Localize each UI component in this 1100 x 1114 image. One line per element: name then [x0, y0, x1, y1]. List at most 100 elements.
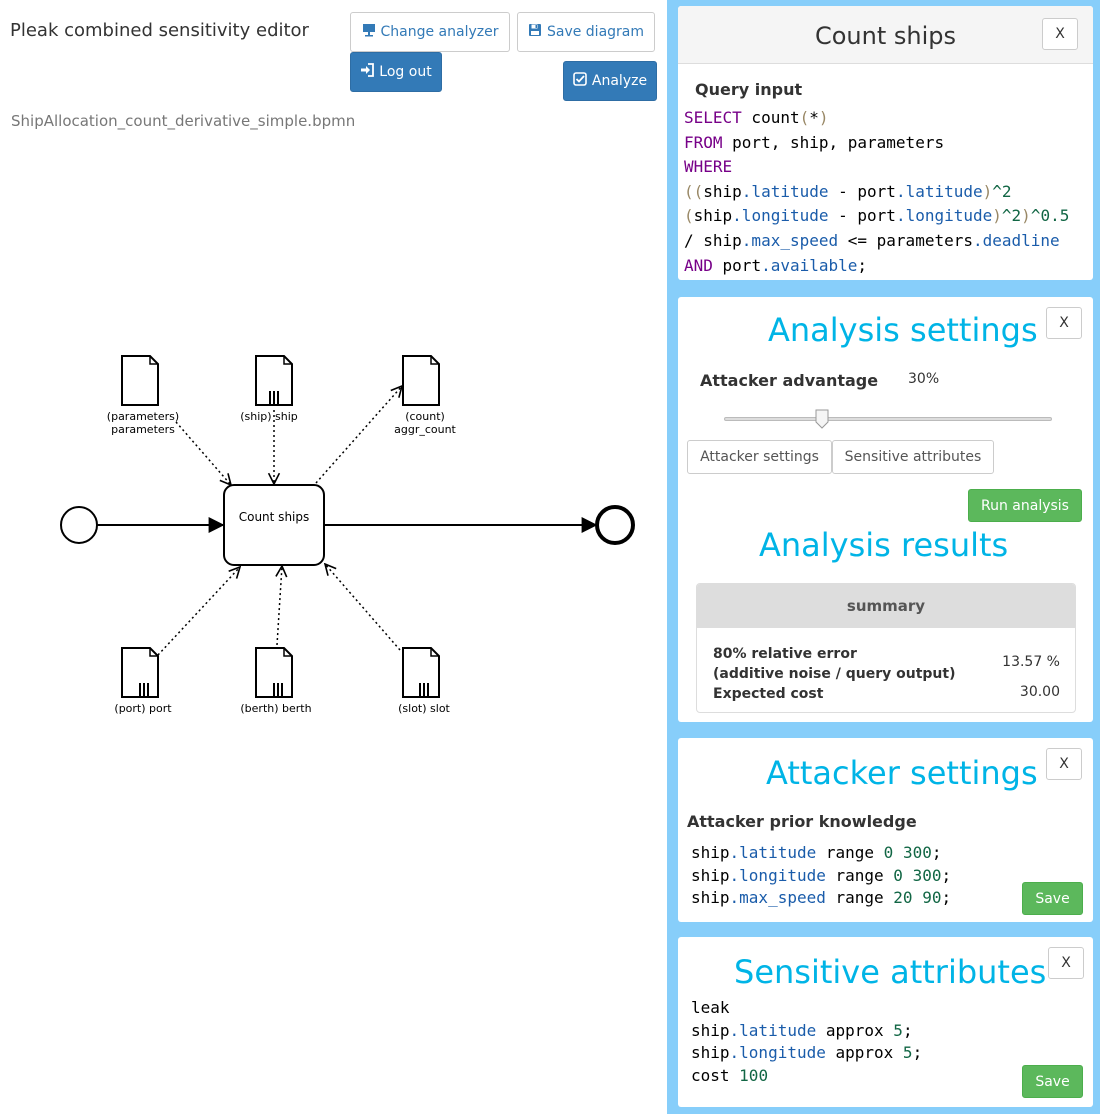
- data-object-slot[interactable]: (slot) slot: [398, 647, 451, 715]
- change-analyzer-button[interactable]: Change analyzer: [350, 12, 510, 52]
- code-token: - port: [828, 181, 896, 201]
- data-object-parameters[interactable]: (parameters) parameters: [107, 355, 179, 436]
- sql-line: AND port.available;: [684, 254, 1069, 279]
- check-square-icon: [573, 72, 587, 90]
- association-berth[interactable]: [277, 566, 282, 646]
- code-token: 5: [902, 1043, 913, 1063]
- slider-thumb[interactable]: [815, 409, 829, 429]
- log-out-label: Log out: [379, 64, 432, 80]
- relative-error-value: 13.57 %: [1002, 654, 1060, 670]
- code-token: ;: [857, 255, 868, 275]
- attacker-code-line: ship.max_speed range 20 90;: [691, 887, 951, 910]
- code-token: 0: [893, 865, 903, 885]
- analyze-button[interactable]: Analyze: [563, 61, 657, 101]
- sensitive-attributes-close-button[interactable]: X: [1048, 947, 1084, 979]
- sensitive-attributes-title: Sensitive attributes: [734, 953, 1047, 991]
- sidebar: Count ships X Query input SELECT count(*…: [667, 0, 1100, 1114]
- code-token: .longitude: [729, 865, 826, 885]
- code-token: .latitude: [729, 1020, 817, 1040]
- log-out-icon: [360, 63, 375, 81]
- code-token: ((: [684, 181, 704, 201]
- task-count-ships[interactable]: Count ships: [223, 484, 325, 566]
- data-object-ship[interactable]: (ship) ship: [240, 355, 298, 423]
- data-object-parameters-label-2: parameters: [111, 423, 175, 436]
- attacker-advantage-label: Attacker advantage: [700, 371, 879, 390]
- save-diagram-button[interactable]: Save diagram: [517, 12, 655, 52]
- code-token: port: [712, 255, 762, 275]
- sensitive-attributes-save-button[interactable]: Save: [1022, 1065, 1083, 1098]
- association-slot[interactable]: [325, 564, 401, 651]
- code-token: [913, 888, 923, 907]
- attacker-settings-save-button[interactable]: Save: [1022, 882, 1083, 915]
- data-object-count[interactable]: (count) aggr_count: [394, 355, 457, 436]
- bpmn-diagram: Count ships (parameters) parameters (shi…: [60, 355, 635, 715]
- code-token: ship: [691, 1043, 730, 1063]
- code-token: [903, 866, 913, 885]
- code-token: count: [741, 108, 800, 127]
- code-token: ship: [703, 181, 742, 201]
- log-out-button[interactable]: Log out: [350, 52, 442, 92]
- code-token: 300: [902, 843, 932, 862]
- expected-cost-label: Expected cost: [713, 686, 824, 702]
- code-token: .longitude: [729, 1043, 826, 1063]
- code-token: ): [982, 181, 993, 201]
- data-object-port[interactable]: (port) port: [114, 647, 172, 715]
- code-token: AND: [684, 255, 713, 275]
- relative-error-sublabel: (additive noise / query output): [713, 666, 956, 682]
- attacker-settings-title: Attacker settings: [766, 754, 1038, 792]
- attacker-prior-code-editor[interactable]: ship.latitude range 0 300;ship.longitude…: [691, 842, 951, 910]
- code-token: .deadline: [972, 230, 1060, 250]
- code-token: ;: [902, 1020, 913, 1040]
- data-object-berth-label: (berth) berth: [240, 702, 311, 715]
- code-token: 20: [893, 888, 913, 907]
- code-token: 5: [893, 1020, 903, 1040]
- code-token: 90: [922, 888, 942, 907]
- end-event[interactable]: [595, 505, 635, 545]
- code-token: approx: [825, 1043, 903, 1063]
- analysis-settings-close-button[interactable]: X: [1046, 307, 1082, 339]
- query-code-editor[interactable]: SELECT count(*)FROM port, ship, paramete…: [684, 106, 1069, 278]
- code-token: ): [992, 206, 1002, 226]
- attacker-advantage-slider[interactable]: [724, 409, 1052, 429]
- diagram-filename: ShipAllocation_count_derivative_simple.b…: [11, 112, 356, 130]
- analysis-settings-panel: Analysis settings X Attacker advantage 3…: [678, 297, 1093, 722]
- run-analysis-button[interactable]: Run analysis: [968, 489, 1082, 522]
- attacker-advantage-value: 30%: [908, 371, 940, 387]
- association-count[interactable]: [315, 386, 402, 484]
- attacker-settings-tab[interactable]: Attacker settings: [687, 440, 832, 474]
- data-object-count-label-1: (count): [405, 410, 445, 423]
- code-token: ship: [691, 865, 730, 885]
- task-label: Count ships: [239, 510, 310, 524]
- code-token: *: [809, 108, 819, 127]
- code-token: .max_speed: [741, 230, 839, 250]
- code-token: .latitude: [895, 181, 983, 201]
- app-title: Pleak combined sensitivity editor: [10, 20, 309, 41]
- change-analyzer-label: Change analyzer: [380, 24, 499, 40]
- attacker-settings-panel: Attacker settings X Attacker prior knowl…: [678, 738, 1093, 922]
- data-object-count-label-2: aggr_count: [394, 423, 456, 436]
- code-token: ^2: [992, 181, 1012, 201]
- presentation-icon: [362, 23, 376, 41]
- code-token: FROM: [684, 132, 723, 152]
- code-token: (: [684, 206, 694, 226]
- code-token: ;: [931, 843, 942, 862]
- summary-row-relative-error: 80% relative error (additive noise / que…: [713, 644, 956, 704]
- association-parameters[interactable]: [175, 421, 231, 485]
- query-panel-title: Count ships: [814, 22, 957, 50]
- sensitive-attributes-tab[interactable]: Sensitive attributes: [832, 440, 994, 474]
- association-port[interactable]: [157, 567, 240, 656]
- code-token: ;: [941, 865, 952, 885]
- code-token: ^2: [1001, 206, 1022, 226]
- attacker-settings-close-button[interactable]: X: [1046, 748, 1082, 780]
- attacker-code-line: ship.longitude range 0 300;: [691, 865, 951, 888]
- sql-line: (ship.longitude - port.longitude)^2)^0.5: [684, 204, 1069, 229]
- code-token: port, ship, parameters: [722, 132, 945, 152]
- data-object-port-label: (port) port: [114, 702, 172, 715]
- floppy-disk-icon: [528, 23, 542, 41]
- query-panel-close-button[interactable]: X: [1042, 18, 1078, 50]
- data-object-berth[interactable]: (berth) berth: [240, 647, 312, 715]
- start-event[interactable]: [60, 506, 98, 544]
- sensitive-code-line: ship.longitude approx 5;: [691, 1042, 922, 1065]
- code-token: 100: [739, 1066, 769, 1086]
